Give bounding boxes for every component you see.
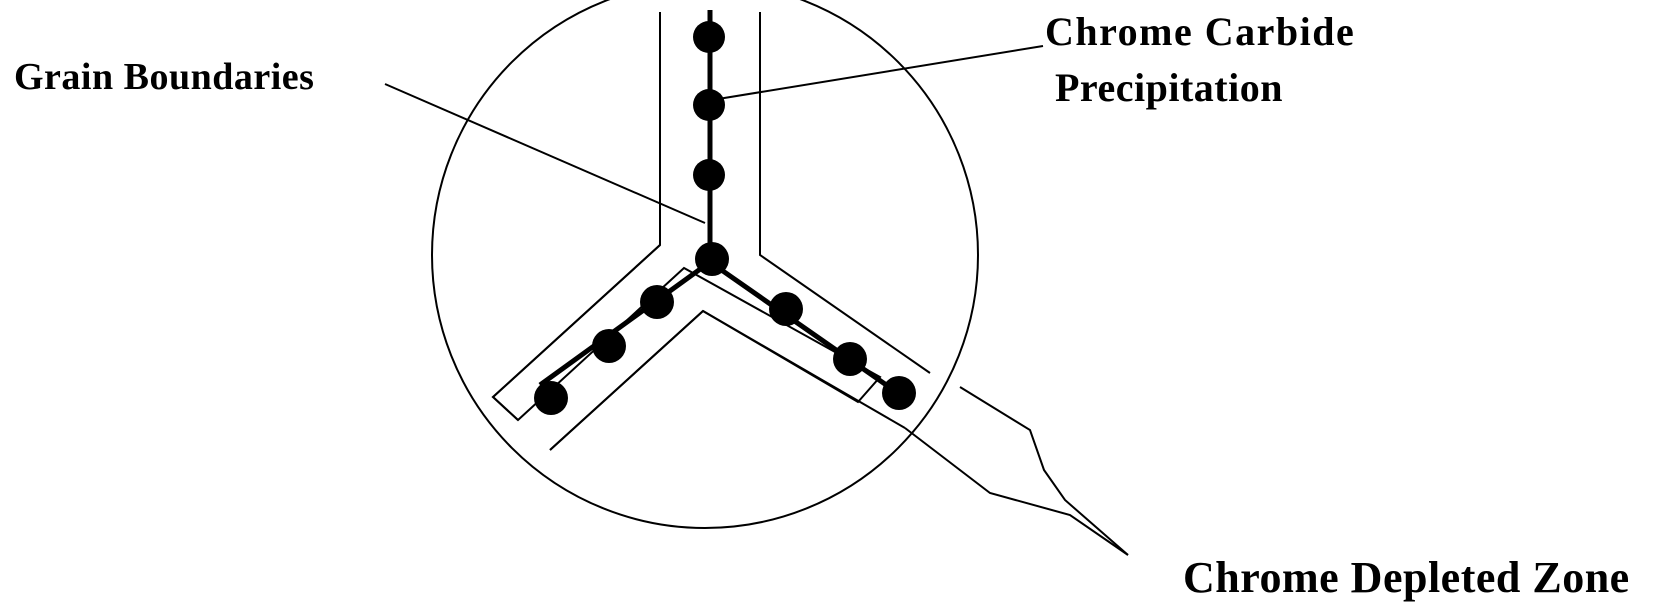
grain-boundaries-label: Grain Boundaries bbox=[14, 58, 314, 96]
carbide-dot bbox=[693, 21, 725, 53]
carbide-dot bbox=[693, 159, 725, 191]
depleted-zone-leader bbox=[960, 387, 1128, 555]
chrome-carbide-label-line1: Chrome Carbide bbox=[1045, 12, 1355, 52]
carbide-dot bbox=[592, 329, 626, 363]
carbide-dot bbox=[693, 89, 725, 121]
carbide-leader bbox=[712, 46, 1043, 100]
chrome-carbide-label-line2: Precipitation bbox=[1055, 68, 1283, 108]
carbide-dot bbox=[534, 381, 568, 415]
carbide-dot bbox=[640, 285, 674, 319]
depleted-zone-left-inner bbox=[550, 311, 703, 450]
grain-boundaries-leader bbox=[385, 84, 705, 223]
depleted-zone-leader-2 bbox=[905, 428, 1128, 555]
carbide-dot bbox=[833, 342, 867, 376]
carbide-precipitates bbox=[534, 21, 916, 415]
chrome-depleted-zone-label: Chrome Depleted Zone bbox=[1183, 556, 1630, 600]
carbide-dot bbox=[882, 376, 916, 410]
carbide-dot bbox=[769, 292, 803, 326]
carbide-dot bbox=[695, 242, 729, 276]
depleted-zone-left-outer bbox=[493, 245, 660, 420]
